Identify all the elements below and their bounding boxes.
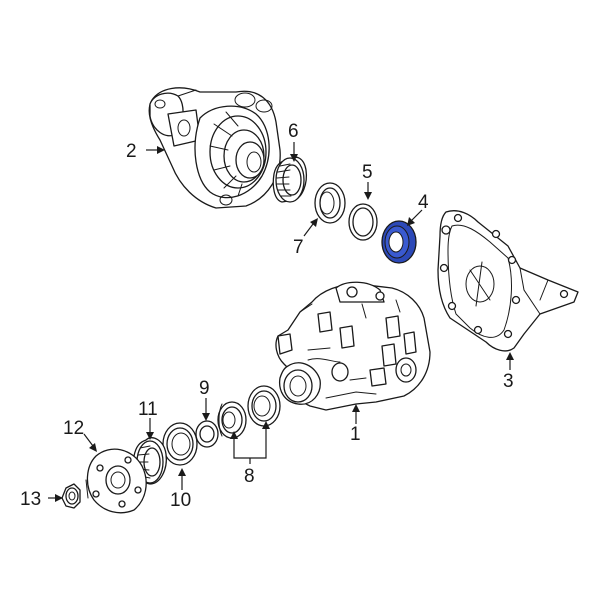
callout-12: 12 (63, 418, 84, 439)
callout-11: 11 (138, 399, 158, 420)
callout-6: 6 (288, 121, 299, 142)
part-8-seal-outer[interactable] (247, 385, 281, 427)
part-6-tapered-bearing[interactable] (272, 156, 308, 203)
part-12-flange[interactable] (85, 448, 147, 514)
part-10-bearing-race[interactable] (162, 422, 198, 466)
part-9-washer[interactable] (195, 420, 219, 448)
callout-5: 5 (362, 162, 373, 183)
part-4-seal-highlighted[interactable] (381, 220, 417, 264)
callout-4: 4 (418, 192, 429, 213)
callout-13: 13 (20, 489, 41, 510)
part-5-shim[interactable] (348, 203, 378, 241)
callout-1: 1 (350, 424, 361, 445)
callout-7: 7 (293, 237, 304, 258)
part-8-seal-inner[interactable] (217, 401, 247, 439)
part-2-differential-case[interactable] (148, 87, 281, 209)
part-3-side-cover[interactable] (437, 210, 579, 352)
callout-2: 2 (126, 141, 137, 162)
leader-lines (48, 142, 514, 502)
part-13-nut[interactable] (61, 483, 81, 509)
callout-3: 3 (503, 371, 514, 392)
callout-10: 10 (170, 490, 191, 511)
part-7-bearing-race[interactable] (314, 182, 346, 224)
callout-labels: 2 6 5 4 7 3 1 9 11 12 8 10 13 (20, 121, 514, 511)
callout-8: 8 (244, 466, 255, 487)
callout-9: 9 (199, 378, 210, 399)
part-1-carrier-housing[interactable] (275, 281, 431, 411)
